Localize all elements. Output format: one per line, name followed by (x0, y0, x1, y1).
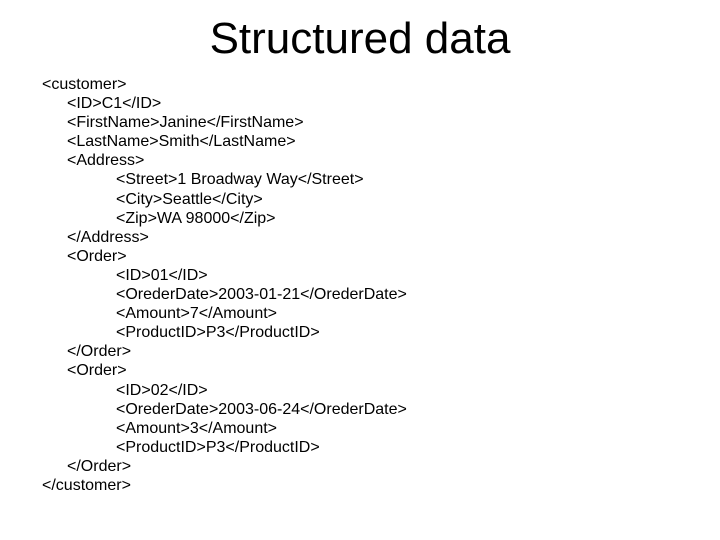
code-line: </Order> (67, 343, 132, 361)
code-line: <OrederDate>2003-01-21</OrederDate> (116, 286, 407, 304)
code-line: </Address> (67, 228, 149, 246)
xml-code-block: <customer> <ID>C1</ID><FirstName>Janine</… (42, 75, 407, 495)
code-line: <ID>C1</ID> (67, 95, 162, 113)
code-line: <ProductID>P3</ProductID> (116, 438, 320, 456)
code-line: <Order> (67, 362, 127, 380)
code-line: </customer> (42, 476, 131, 494)
code-line: <OrederDate>2003-06-24</OrederDate> (116, 400, 407, 418)
code-line: <Amount>7</Amount> (116, 305, 277, 323)
code-line: <FirstName>Janine</FirstName> (67, 114, 304, 132)
code-line: <Address> (67, 152, 145, 170)
code-line: <ID>01</ID> (116, 266, 208, 284)
code-line: </Order> (67, 457, 132, 475)
code-line: <ProductID>P3</ProductID> (116, 324, 320, 342)
code-line: <Order> (67, 247, 127, 265)
code-line: <Zip>WA 98000</Zip> (116, 209, 276, 227)
code-line: <customer> (42, 76, 127, 93)
code-line: <LastName>Smith</LastName> (67, 133, 296, 151)
code-line: <Amount>3</Amount> (116, 419, 277, 437)
code-line: <ID>02</ID> (116, 381, 208, 399)
code-line: <City>Seattle</City> (116, 190, 263, 208)
code-line: <Street>1 Broadway Way</Street> (116, 171, 364, 189)
slide-title: Structured data (209, 14, 511, 63)
